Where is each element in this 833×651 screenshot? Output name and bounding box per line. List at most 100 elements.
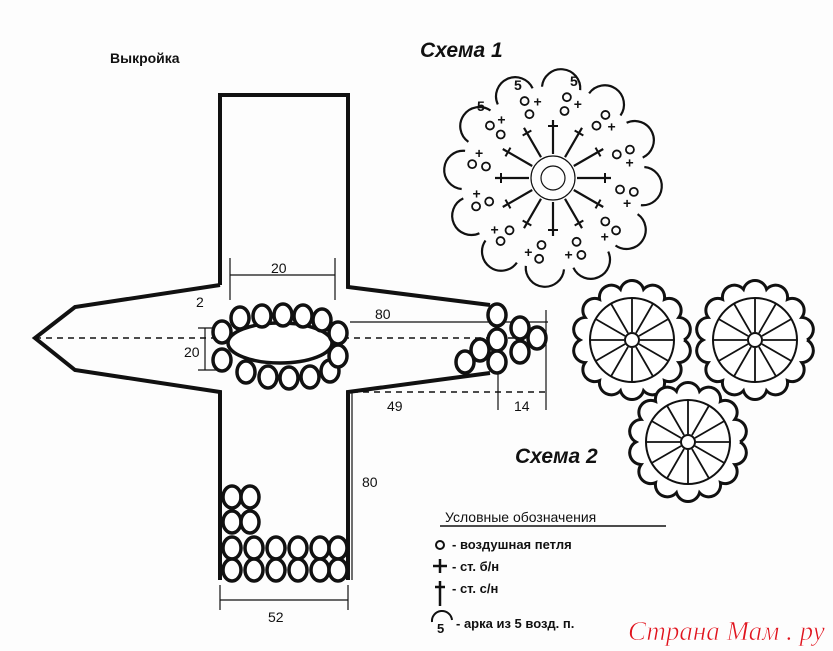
pattern-ring-decorations bbox=[211, 302, 548, 583]
chain-stitch bbox=[625, 144, 635, 155]
single-crochet-stitch: + bbox=[625, 155, 633, 171]
ring bbox=[211, 319, 233, 345]
ring bbox=[221, 535, 243, 561]
svg-text:5: 5 bbox=[514, 77, 522, 93]
single-crochet-stitch: + bbox=[473, 185, 481, 201]
chain-stitch bbox=[471, 201, 481, 212]
svg-text:5: 5 bbox=[477, 98, 485, 114]
single-crochet-stitch: + bbox=[574, 96, 582, 112]
chain-stitch bbox=[571, 236, 582, 247]
dim-arm-part-b: 14 bbox=[514, 398, 530, 414]
legend-item-chain: - воздушная петля bbox=[452, 537, 572, 552]
single-crochet-stitch: + bbox=[534, 94, 542, 110]
chain-stitch bbox=[615, 184, 625, 195]
single-crochet-icon bbox=[433, 559, 447, 573]
ring bbox=[526, 325, 548, 351]
ring bbox=[229, 305, 251, 331]
chain-arch bbox=[640, 165, 663, 207]
chain-stitch bbox=[536, 240, 547, 250]
single-crochet-stitch: + bbox=[475, 145, 483, 161]
single-crochet-stitch: + bbox=[623, 195, 631, 211]
ring bbox=[265, 557, 287, 583]
chain-stitch bbox=[519, 96, 530, 106]
ring bbox=[221, 557, 243, 583]
ring bbox=[299, 364, 321, 390]
ring bbox=[287, 557, 309, 583]
ring bbox=[221, 484, 243, 510]
chain-stitch bbox=[495, 236, 506, 246]
ring bbox=[221, 509, 243, 535]
ring bbox=[486, 349, 508, 375]
scheme2-motifs bbox=[572, 279, 815, 503]
ring bbox=[292, 303, 314, 329]
chain-stitch bbox=[561, 92, 572, 103]
chain-arch bbox=[480, 239, 518, 272]
double-crochet-icon bbox=[435, 581, 445, 606]
dim-arm-part-a: 49 bbox=[387, 398, 403, 414]
chain-stitch bbox=[524, 109, 535, 120]
ring bbox=[311, 307, 333, 333]
chain-arch bbox=[588, 84, 626, 117]
ring bbox=[211, 347, 233, 373]
ring bbox=[509, 315, 531, 341]
single-crochet-stitch: + bbox=[497, 112, 505, 128]
ring bbox=[243, 535, 265, 561]
ring bbox=[327, 557, 349, 583]
legend-title: Условные обозначения bbox=[445, 509, 596, 525]
legend-item-double-crochet: - ст. с/н bbox=[452, 581, 498, 596]
ring bbox=[251, 303, 273, 329]
flower-motif bbox=[572, 279, 692, 401]
chain-stitch bbox=[600, 110, 611, 120]
scheme1-motif: ++++++++++++ bbox=[443, 68, 663, 288]
chain-stitch bbox=[628, 186, 639, 197]
single-crochet-stitch: + bbox=[607, 118, 615, 134]
dim-body-length: 80 bbox=[362, 474, 378, 490]
ring bbox=[278, 365, 300, 391]
single-crochet-stitch: + bbox=[524, 244, 532, 260]
arch-icon: 5 bbox=[430, 610, 453, 636]
flower-motif bbox=[695, 279, 815, 401]
ring bbox=[469, 337, 491, 363]
chain-icon bbox=[435, 540, 445, 550]
chain-stitch bbox=[591, 120, 602, 131]
chain-arch bbox=[614, 213, 647, 251]
chain-stitch bbox=[611, 149, 622, 160]
chain-stitch bbox=[467, 159, 478, 170]
ring bbox=[257, 364, 279, 390]
chain-stitch bbox=[611, 225, 621, 236]
dim-bottom-width: 52 bbox=[268, 609, 284, 625]
chain-stitch bbox=[484, 196, 495, 207]
dim-gap: 2 bbox=[196, 294, 204, 310]
dim-top-width: 20 bbox=[271, 260, 287, 276]
legend-item-single-crochet: - ст. б/н bbox=[452, 559, 499, 574]
chain-stitch bbox=[576, 250, 587, 260]
ring bbox=[327, 320, 349, 346]
arch-labels: 5 5 5 bbox=[477, 73, 578, 114]
flower-motif bbox=[628, 381, 748, 503]
ring bbox=[243, 557, 265, 583]
chain-arch bbox=[459, 105, 492, 143]
pattern-outline bbox=[31, 93, 548, 610]
ring bbox=[265, 535, 287, 561]
ring bbox=[486, 327, 508, 353]
chain-stitch bbox=[559, 106, 570, 116]
chain-stitch bbox=[534, 253, 545, 264]
ring bbox=[287, 535, 309, 561]
chain-arch bbox=[494, 76, 534, 105]
chain-arch bbox=[443, 149, 466, 191]
single-crochet-stitch: + bbox=[564, 246, 572, 262]
ring bbox=[309, 535, 331, 561]
dim-opening-height: 20 bbox=[184, 344, 200, 360]
chain-arch bbox=[524, 265, 566, 288]
ring bbox=[327, 343, 349, 369]
chain-arch bbox=[540, 68, 582, 91]
ring bbox=[327, 535, 349, 561]
ring bbox=[272, 302, 294, 328]
svg-text:5: 5 bbox=[570, 73, 578, 89]
ring bbox=[309, 557, 331, 583]
scheme2-title: Схема 2 bbox=[515, 445, 598, 468]
single-crochet-stitch: + bbox=[491, 222, 499, 238]
pattern-title: Выкройка bbox=[110, 50, 180, 66]
